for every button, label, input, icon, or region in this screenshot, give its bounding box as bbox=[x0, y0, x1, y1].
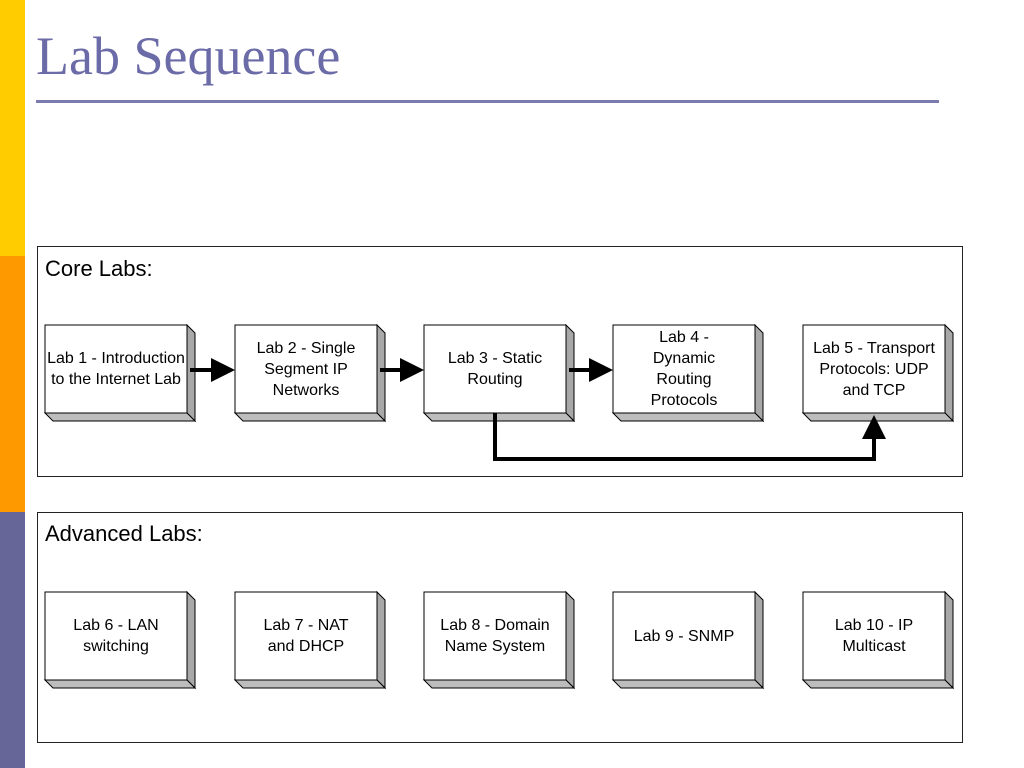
accent-bar-purple bbox=[0, 512, 25, 768]
lab-2-box bbox=[233, 323, 387, 423]
lab-7-box bbox=[233, 590, 387, 690]
advanced-labs-label: Advanced Labs: bbox=[45, 521, 203, 546]
lab-1-label: Lab 1 - Introduction to the Internet Lab bbox=[47, 350, 185, 388]
lab-10-box bbox=[801, 590, 955, 690]
lab-1-box bbox=[43, 323, 197, 423]
lab-4-box bbox=[611, 323, 765, 423]
lab-6-box bbox=[43, 590, 197, 690]
lab-10-label: Lab 10 - IP Multicast bbox=[834, 617, 914, 655]
accent-bar-yellow bbox=[0, 0, 25, 256]
lab-5-label: Lab 5 - Transport Protocols: UDP and TCP bbox=[813, 339, 935, 399]
lab-4-label: Lab 4 - Dynamic Routing Protocols bbox=[650, 329, 718, 409]
lab-8-box bbox=[422, 590, 576, 690]
lab-9-label: Lab 9 - SNMP bbox=[633, 627, 735, 645]
lab-8-label: Lab 8 - Domain Name System bbox=[440, 617, 550, 655]
accent-bar-orange bbox=[0, 256, 25, 512]
slide-title: Lab Sequence bbox=[36, 26, 341, 86]
lab-5-box bbox=[801, 323, 955, 423]
lab-2-label: Lab 2 - Single Segment IP Networks bbox=[256, 339, 356, 399]
core-labs-label: Core Labs: bbox=[45, 256, 153, 281]
title-divider bbox=[36, 100, 939, 103]
arrow-lab3-to-lab5 bbox=[493, 413, 886, 461]
lab-6-label: Lab 6 - LAN switching bbox=[73, 617, 159, 655]
lab-7-label: Lab 7 - NAT and DHCP bbox=[263, 617, 349, 655]
lab-9-box bbox=[611, 590, 765, 690]
lab-3-box bbox=[422, 323, 576, 423]
lab-3-label: Lab 3 - Static Routing bbox=[447, 350, 543, 388]
